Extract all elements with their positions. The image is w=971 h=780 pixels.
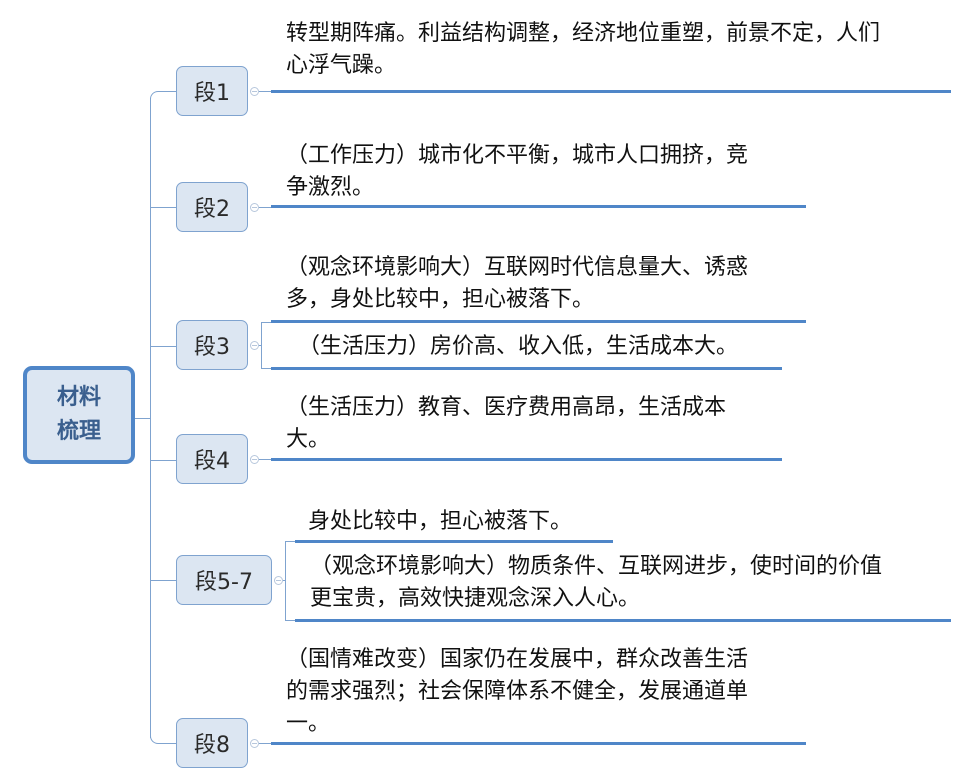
branch-node-1[interactable]: 段1 bbox=[176, 66, 248, 116]
trunk-line bbox=[150, 98, 151, 738]
root-label-line1: 材料 bbox=[56, 385, 101, 410]
collapse-toggle-icon[interactable] bbox=[250, 203, 259, 212]
topic-bracket bbox=[261, 322, 262, 369]
root-label-line2: 梳理 bbox=[56, 419, 101, 444]
topic-underline bbox=[271, 90, 951, 93]
topic-text: 身处比较中，担心被落下。 bbox=[308, 509, 573, 534]
topic-underline bbox=[271, 320, 806, 323]
branch-node-4[interactable]: 段4 bbox=[176, 434, 248, 484]
topic-text: （国情难改变）国家仍在发展中，群众改善生活 的需求强烈；社会保障体系不健全，发展… bbox=[286, 647, 749, 736]
topic-stub bbox=[283, 580, 285, 581]
topic-bracket-bottom bbox=[261, 368, 271, 369]
root-node[interactable]: 材料 梳理 bbox=[23, 366, 135, 464]
topic-text: （生活压力）房价高、收入低，生活成本大。 bbox=[298, 334, 739, 359]
branch-node-2[interactable]: 段2 bbox=[176, 182, 248, 232]
branch-label: 段1 bbox=[194, 81, 230, 106]
branch-label: 段2 bbox=[194, 197, 230, 222]
topic-underline bbox=[295, 619, 951, 622]
branch-node-3[interactable]: 段3 bbox=[176, 320, 248, 370]
topic-stub bbox=[259, 91, 271, 92]
collapse-toggle-icon[interactable] bbox=[250, 455, 259, 464]
topic-underline bbox=[271, 367, 782, 370]
branch-connector-3 bbox=[150, 346, 176, 347]
topic-underline bbox=[271, 742, 806, 745]
branch-connector-4 bbox=[150, 460, 176, 461]
topic-underline bbox=[295, 540, 613, 543]
topic-stub bbox=[259, 743, 271, 744]
branch-connector-1 bbox=[150, 91, 177, 100]
collapse-toggle-icon[interactable] bbox=[250, 739, 259, 748]
topic-bracket-top bbox=[261, 322, 271, 323]
topic-stub bbox=[259, 459, 271, 460]
topic-text: （观念环境影响大）互联网时代信息量大、诱惑 多，身处比较中，担心被落下。 bbox=[286, 255, 749, 312]
topic-text: （观念环境影响大）物质条件、互联网进步，使时间的价值 更宝贵，高效快捷观念深入人… bbox=[310, 554, 883, 611]
collapse-toggle-icon[interactable] bbox=[274, 576, 283, 585]
topic-underline bbox=[271, 458, 782, 461]
branch-label: 段8 bbox=[194, 733, 230, 758]
topic-text: 转型期阵痛。利益结构调整，经济地位重塑，前景不定，人们 心浮气躁。 bbox=[286, 21, 881, 78]
branch-connector-2 bbox=[150, 207, 176, 208]
topic-bracket-top bbox=[285, 541, 295, 542]
topic-text: （工作压力）城市化不平衡，城市人口拥挤，竞 争激烈。 bbox=[286, 143, 749, 200]
branch-connector-8 bbox=[150, 735, 177, 744]
branch-label: 段4 bbox=[194, 449, 230, 474]
branch-node-5-7[interactable]: 段5-7 bbox=[176, 555, 272, 605]
topic-stub bbox=[259, 345, 261, 346]
collapse-toggle-icon[interactable] bbox=[250, 87, 259, 96]
topic-underline bbox=[271, 205, 806, 208]
root-connector bbox=[135, 418, 150, 419]
branch-label: 段3 bbox=[194, 335, 230, 360]
topic-bracket bbox=[285, 541, 286, 621]
branch-node-8[interactable]: 段8 bbox=[176, 718, 248, 768]
topic-stub bbox=[259, 207, 271, 208]
branch-label: 段5-7 bbox=[195, 570, 253, 595]
topic-bracket-bottom bbox=[285, 620, 295, 621]
branch-connector-5-7 bbox=[150, 580, 176, 581]
collapse-toggle-icon[interactable] bbox=[250, 341, 259, 350]
topic-text: （生活压力）教育、医疗费用高昂，生活成本 大。 bbox=[286, 395, 727, 452]
